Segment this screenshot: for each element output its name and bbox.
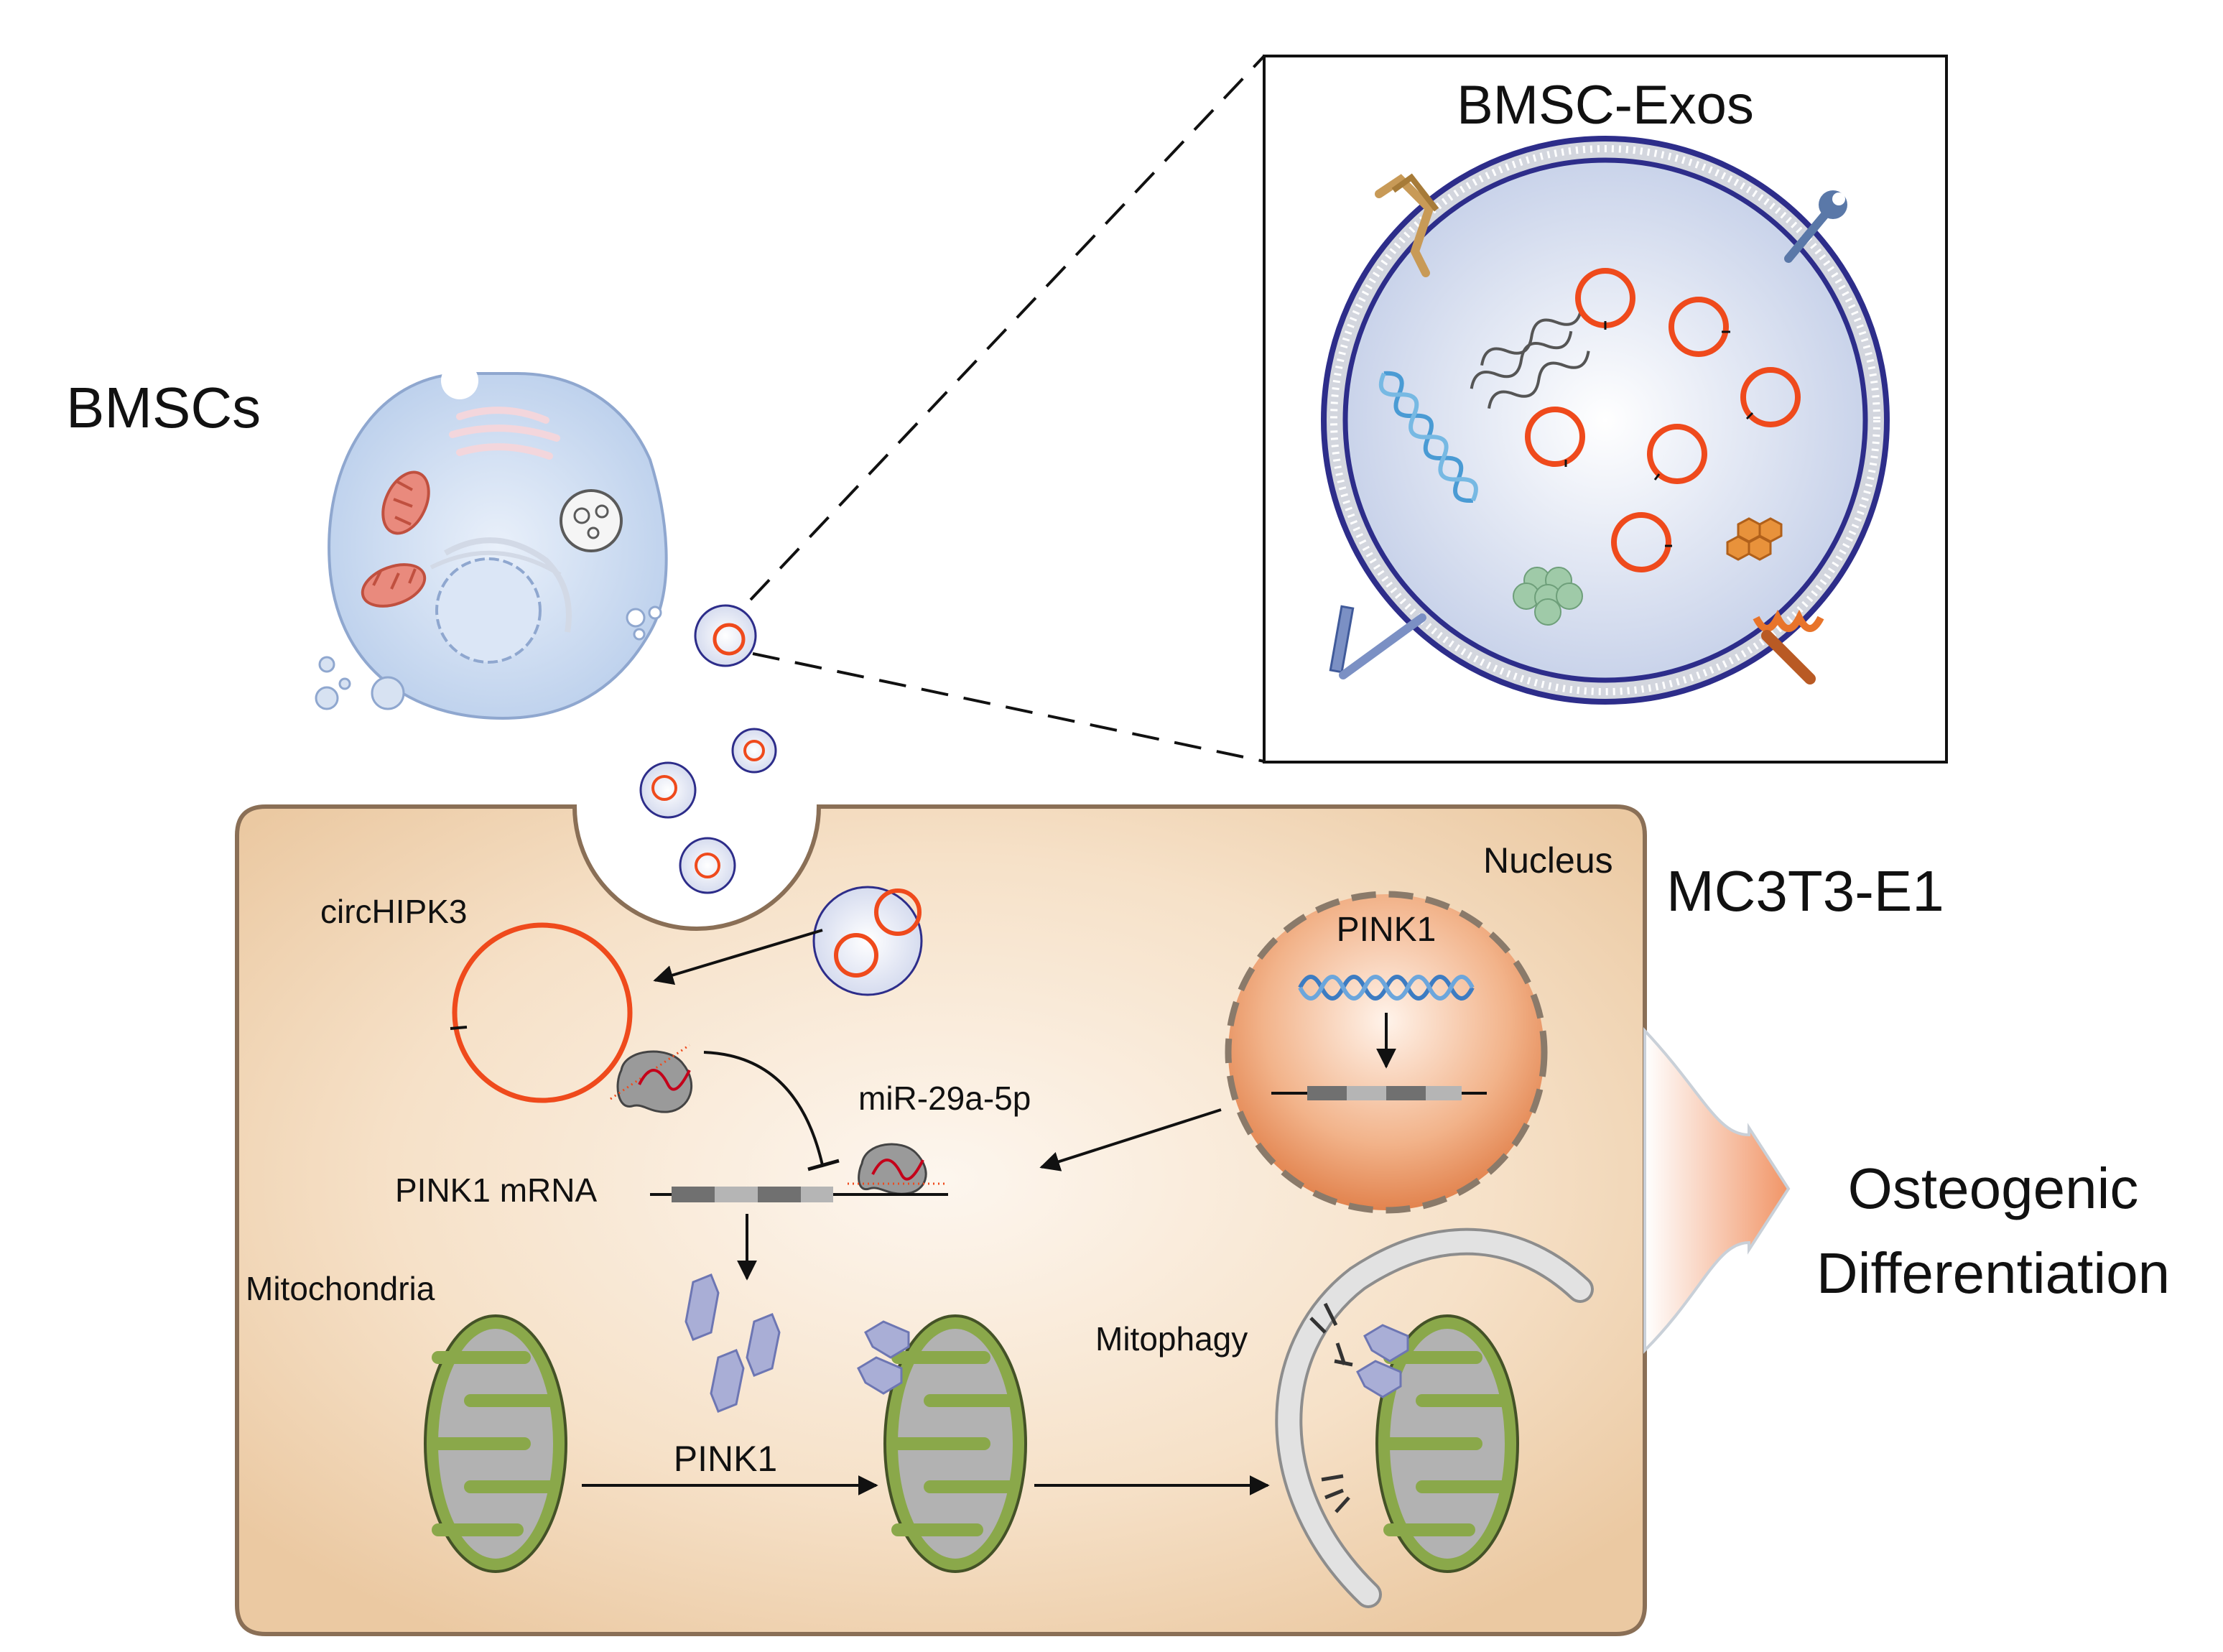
label-bmsc-exos: BMSC-Exos <box>1457 75 1754 136</box>
mitochondrion-1 <box>424 1314 567 1573</box>
pink1-proteins <box>684 1273 781 1413</box>
phagophore <box>1275 1228 1594 1608</box>
mirna-complex-on-mrna <box>848 1143 945 1195</box>
zoom-line-lower <box>752 652 1265 763</box>
label-nucleus: Nucleus <box>1483 840 1613 881</box>
uptake-arrow <box>653 929 823 985</box>
membrane-protein-bl <box>1329 605 1426 679</box>
pink1-gene-dna <box>1298 975 1475 1001</box>
membrane-protein-br <box>1753 609 1824 685</box>
label-circhipk3: circHIPK3 <box>320 893 467 930</box>
circhipk3-rna <box>450 922 633 1103</box>
mirna-complex-on-circrna <box>610 1044 693 1113</box>
zoom-line-upper <box>749 55 1266 601</box>
sponge-inhibition <box>703 1051 824 1166</box>
nucleus: Nucleus PINK1 <box>1225 840 1613 1214</box>
label-mitochondria: Mitochondria <box>246 1270 435 1307</box>
mitochondrion-2 <box>857 1314 1027 1573</box>
nucleus-export-arrow <box>1039 1108 1222 1171</box>
label-bmscs: BMSCs <box>66 376 261 440</box>
secreted-vesicles <box>639 728 777 894</box>
mitochondrion-3 <box>1356 1314 1519 1573</box>
internalized-exosome <box>812 886 923 996</box>
pink1-mrna <box>650 1187 948 1202</box>
label-mitophagy: Mitophagy <box>1095 1320 1248 1358</box>
label-pink1-protein: PINK1 <box>674 1439 778 1479</box>
membrane-protein-tl <box>1375 173 1439 277</box>
membrane-protein-tr <box>1784 190 1847 263</box>
bmsc-cell <box>315 362 668 720</box>
label-outcome-line2: Differentiation <box>1816 1241 2170 1305</box>
label-pink1-mrna: PINK1 mRNA <box>395 1171 597 1209</box>
exosome-zoom-panel: BMSC-Exos <box>1263 55 1948 764</box>
released-exosome <box>694 604 757 667</box>
pink1-pre-mrna <box>1271 1086 1487 1100</box>
label-pink1-gene: PINK1 <box>1337 911 1437 949</box>
outcome-arrow <box>1643 1026 1791 1354</box>
label-mir-29a-5p: miR-29a-5p <box>858 1080 1031 1117</box>
label-outcome-line1: Osteogenic <box>1848 1156 2139 1220</box>
label-mc3t3-e1: MC3T3-E1 <box>1666 859 1944 923</box>
